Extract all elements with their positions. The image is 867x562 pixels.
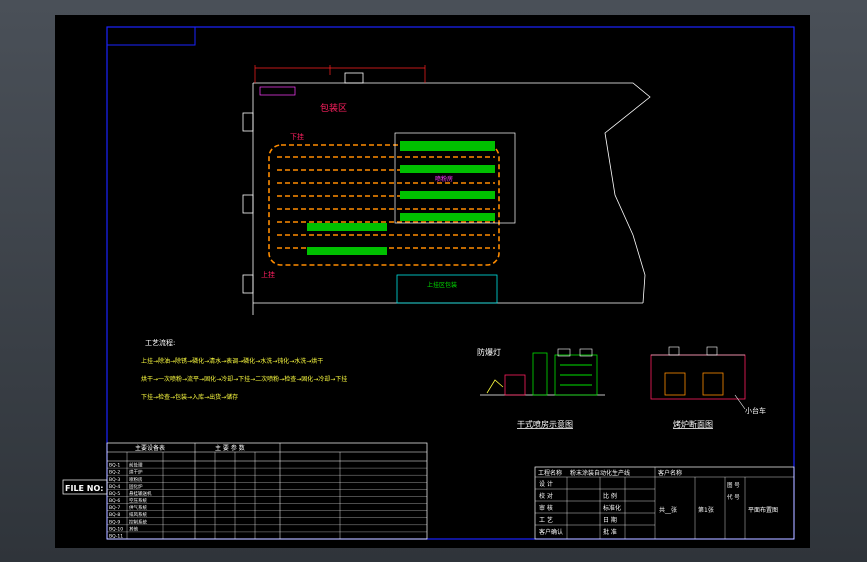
platform-label: 小台车 [745, 406, 766, 415]
tb-code-label: 代 号 [727, 493, 740, 501]
zone-label-spray: 喷粉房 [435, 175, 453, 183]
tb-customer-label: 客户名称 [658, 469, 682, 477]
tb-date: 日 期 [603, 516, 617, 524]
tb-project-value: 粉末涂装自动化生产线 [570, 469, 630, 477]
table-cell: 控制系统 [129, 518, 147, 525]
tb-process: 工 艺 [539, 516, 553, 524]
table-cell: 烘干炉 [129, 469, 143, 476]
process-line-1: 上挂→除油→除锈→磷化→清水→表调→磷化→水洗→钝化→水洗→烘干 [141, 357, 323, 365]
zone-label-upper: 下挂 [290, 132, 304, 141]
file-no-label: FILE NO: [65, 484, 103, 493]
table-cell: 空压系统 [129, 497, 147, 504]
conveyor-loop [268, 144, 500, 266]
process-title: 工艺流程: [145, 338, 175, 347]
title-block [534, 466, 795, 540]
table-cell: 前处理 [129, 462, 143, 469]
table-cell: BQ-6 [109, 498, 120, 504]
spray-booth-title: 干式喷房示意图 [517, 419, 573, 429]
table-cell: BQ-2 [109, 470, 120, 476]
zone-label-loading: 上挂 [261, 270, 275, 279]
table-cell: 喷粉房 [129, 476, 143, 483]
equipment-table-title: 主要设备表 [135, 444, 165, 452]
spray-booth-detail [480, 348, 605, 396]
corner-tag-box [106, 26, 196, 46]
cad-drawing: 包装区 下挂 上挂 上挂区包装 喷粉房 工艺流程: 上挂→除油→除锈→磷化→清水… [62, 26, 795, 540]
tb-project-label: 工程名称 [538, 469, 562, 477]
drawing-sheet: 包装区 下挂 上挂 上挂区包装 喷粉房 工艺流程: 上挂→除油→除锈→磷化→清水… [55, 15, 810, 548]
tb-approve2: 批 准 [603, 528, 617, 536]
table-cell: BQ-4 [109, 484, 120, 490]
table-cell: BQ-10 [109, 526, 123, 532]
process-line-3: 下挂→检查→包装→入库→出货→储存 [141, 393, 238, 401]
table-cell: 固化炉 [129, 483, 143, 490]
table-cell: BQ-11 [109, 534, 123, 540]
zone-label-pack: 上挂区包装 [427, 281, 457, 289]
tb-drawing-no-label: 图 号 [727, 481, 740, 489]
equipment-table-params: 主 要 参 数 [215, 444, 245, 452]
table-cell: 供气系统 [129, 504, 147, 511]
dimension-line [254, 65, 426, 83]
equipment-table-rows: BQ-1 前处理 BQ-2 烘干炉 BQ-3 喷粉房 BQ-4 固化炉 BQ-5 悬挂输送机 BQ-… [107, 462, 427, 540]
tb-check: 校 对 [539, 492, 553, 500]
tb-standard: 标准化 [603, 504, 621, 512]
table-cell: 排风系统 [129, 511, 147, 518]
booth-blocks [259, 86, 516, 304]
tb-scale: 比 例 [603, 492, 617, 500]
tb-drawing-name: 平面布置图 [748, 506, 778, 514]
tb-approve: 客户确认 [539, 528, 563, 536]
tb-sheets: 共__张 [659, 506, 677, 514]
table-cell: 其他 [129, 525, 138, 532]
lamp-label: 防爆灯 [477, 347, 501, 357]
table-cell: BQ-9 [109, 519, 120, 525]
table-cell: BQ-8 [109, 512, 120, 518]
table-cell: BQ-7 [109, 505, 120, 511]
oven-section-detail [650, 346, 746, 410]
table-cell: 悬挂输送机 [129, 490, 152, 497]
zone-label-coating: 包装区 [320, 102, 347, 114]
tb-design: 设 计 [539, 480, 553, 488]
equipment-table [106, 442, 428, 540]
oven-title: 烤炉断面图 [673, 419, 713, 429]
table-cell: BQ-5 [109, 491, 120, 497]
tb-review: 审 核 [539, 504, 553, 512]
process-line-2: 烘干→一次喷粉→流平→固化→冷却→下挂→二次喷粉→检查→固化→冷却→下挂 [141, 375, 347, 383]
sheet-frame [106, 26, 795, 540]
table-cell: BQ-3 [109, 477, 120, 483]
table-cell: BQ-1 [109, 463, 120, 469]
tb-sheet-no: 第1张 [698, 506, 714, 514]
